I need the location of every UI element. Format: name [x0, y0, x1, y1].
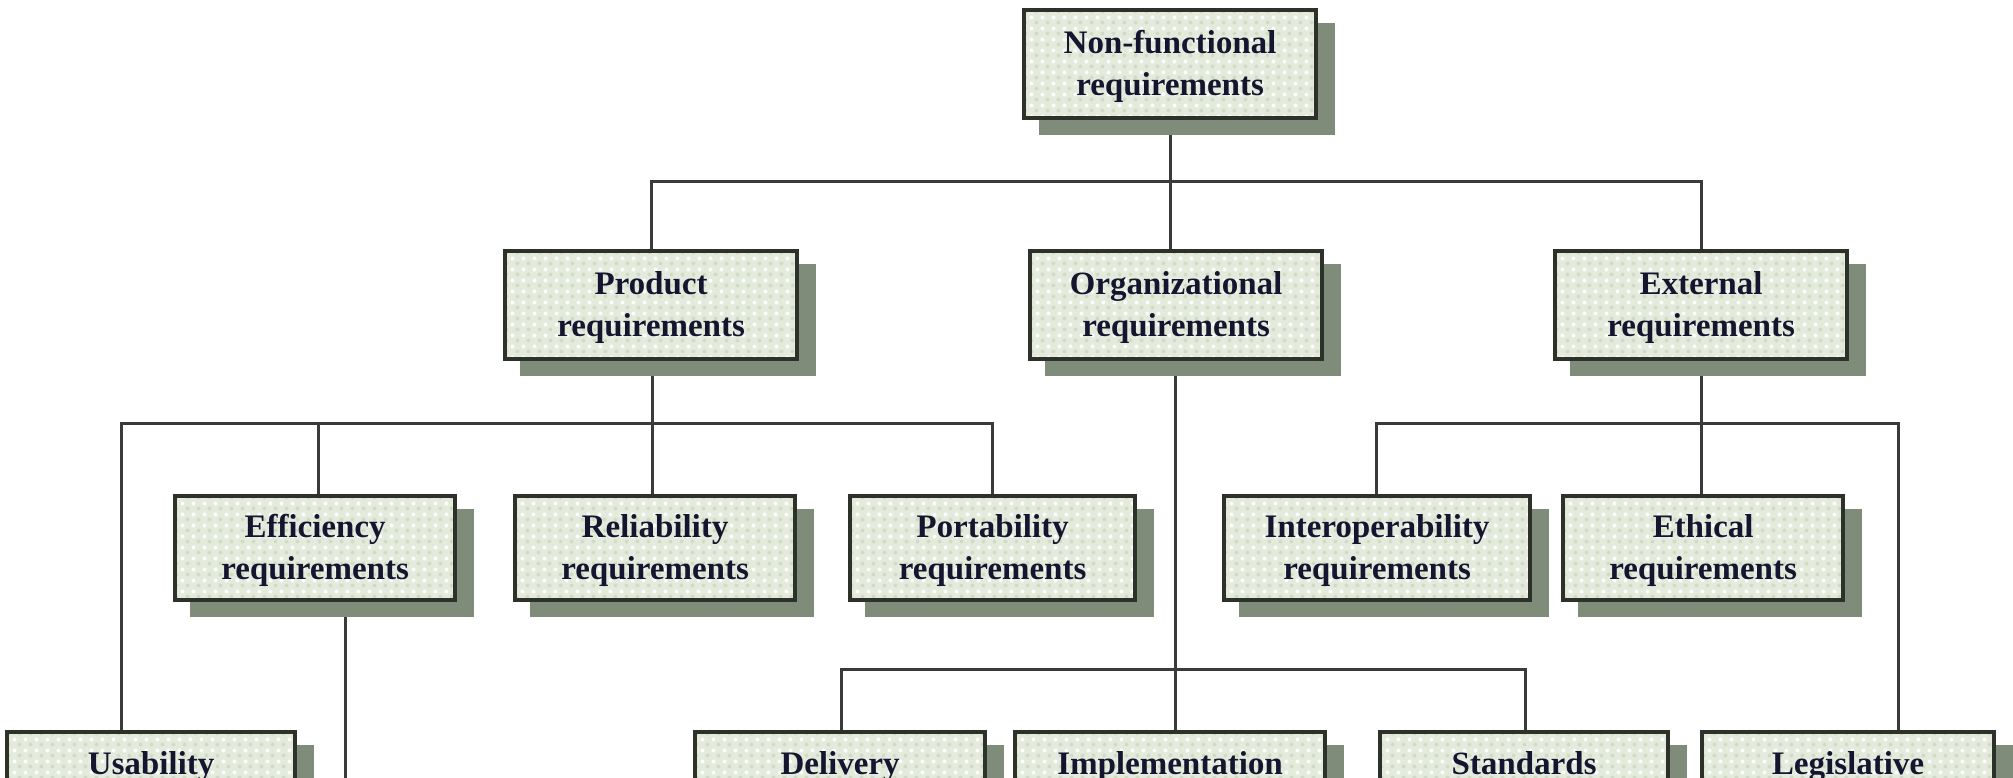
connector-usability-drop — [120, 422, 123, 732]
node-label-line2: requirements — [1082, 308, 1270, 344]
node-non-functional-requirements: Non-functional requirements — [1022, 8, 1318, 120]
node-label-line1: Interoperability — [1264, 508, 1490, 545]
node-efficiency-requirements: Efficiency requirements — [173, 494, 457, 602]
node-standards-requirements: Standards — [1378, 730, 1670, 778]
node-reliability-requirements: Reliability requirements — [513, 494, 797, 602]
node-delivery-requirements: Delivery — [693, 730, 987, 778]
connector-product-drop — [650, 180, 653, 250]
connector-external-children-hline — [1375, 422, 1900, 425]
node-legislative-requirements: Legislative — [1700, 730, 1996, 778]
connector-delivery-drop — [840, 668, 843, 732]
node-label-line1: Reliability — [581, 508, 729, 545]
node-interoperability-requirements: Interoperability requirements — [1222, 494, 1532, 602]
node-label-line1: Organizational — [1069, 265, 1283, 302]
connector-nonfunctional-stem — [1169, 118, 1172, 250]
node-portability-requirements: Portability requirements — [848, 494, 1137, 602]
connector-product-children-hline — [120, 422, 994, 425]
node-usability-requirements: Usability — [5, 730, 297, 778]
connector-organizational-children-hline — [840, 668, 1527, 671]
connector-external-stem — [1700, 360, 1703, 495]
connector-product-stem — [651, 360, 654, 495]
node-product-requirements: Product requirements — [503, 249, 799, 361]
node-label-line2: requirements — [1609, 551, 1797, 587]
node-label-line2: requirements — [1283, 551, 1471, 587]
node-label-line1: Delivery — [780, 746, 900, 778]
connector-legislative-drop — [1897, 422, 1900, 732]
connector-external-drop — [1700, 180, 1703, 250]
connector-portability-drop — [991, 422, 994, 495]
node-label-line1: Efficiency — [244, 508, 386, 545]
node-label-line1: Usability — [87, 746, 215, 778]
node-label-line2: requirements — [221, 551, 409, 587]
node-label-line1: Non-functional — [1063, 24, 1277, 61]
connector-level1-hline — [650, 180, 1703, 183]
node-organizational-requirements: Organizational requirements — [1028, 249, 1324, 361]
node-label-line1: Portability — [916, 508, 1069, 545]
node-label-line1: Standards — [1451, 746, 1597, 778]
node-label-line2: requirements — [557, 308, 745, 344]
connector-efficiency-drop — [317, 422, 320, 495]
node-label-line2: requirements — [1607, 308, 1795, 344]
connector-organizational-stem — [1174, 360, 1177, 732]
connector-interoperability-drop — [1375, 422, 1378, 495]
node-label-line1: Ethical — [1652, 508, 1754, 545]
node-label-line2: requirements — [1076, 67, 1264, 103]
node-implementation-requirements: Implementation — [1013, 730, 1327, 778]
node-label-line1: Product — [594, 265, 708, 302]
connector-standards-drop — [1524, 668, 1527, 732]
node-ethical-requirements: Ethical requirements — [1561, 494, 1845, 602]
node-label-line2: requirements — [561, 551, 749, 587]
node-label-line1: Implementation — [1057, 746, 1283, 778]
node-label-line2: requirements — [898, 551, 1087, 587]
node-label-line1: Legislative — [1771, 746, 1925, 778]
node-external-requirements: External requirements — [1553, 249, 1849, 361]
connector-efficiency-children-stem — [344, 600, 347, 778]
node-label-line1: External — [1639, 265, 1763, 302]
